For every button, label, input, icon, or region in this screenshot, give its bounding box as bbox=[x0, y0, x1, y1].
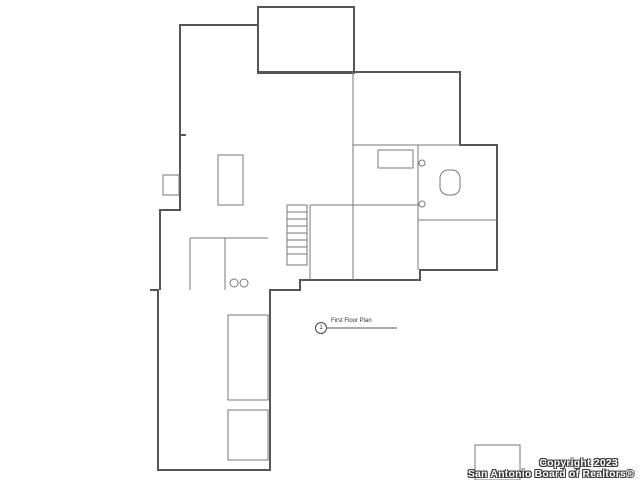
appliances bbox=[229, 159, 426, 288]
plan-marker: 1 bbox=[315, 322, 327, 334]
garage-bay-1 bbox=[227, 314, 269, 401]
exterior-walls bbox=[150, 6, 498, 471]
shower bbox=[377, 149, 414, 169]
garage-bay-2 bbox=[227, 409, 269, 461]
title-block bbox=[474, 444, 521, 480]
copyright-owner: San Antonio Board of Realtors® bbox=[467, 468, 634, 480]
plan-title: First Floor Plan bbox=[331, 318, 372, 324]
pantry bbox=[162, 174, 180, 196]
stairs bbox=[286, 204, 308, 266]
copyright-line: Copyright 2023 bbox=[539, 457, 618, 469]
bathtub bbox=[439, 169, 461, 196]
kitchen-island bbox=[217, 154, 244, 206]
interior-walls bbox=[162, 72, 521, 480]
